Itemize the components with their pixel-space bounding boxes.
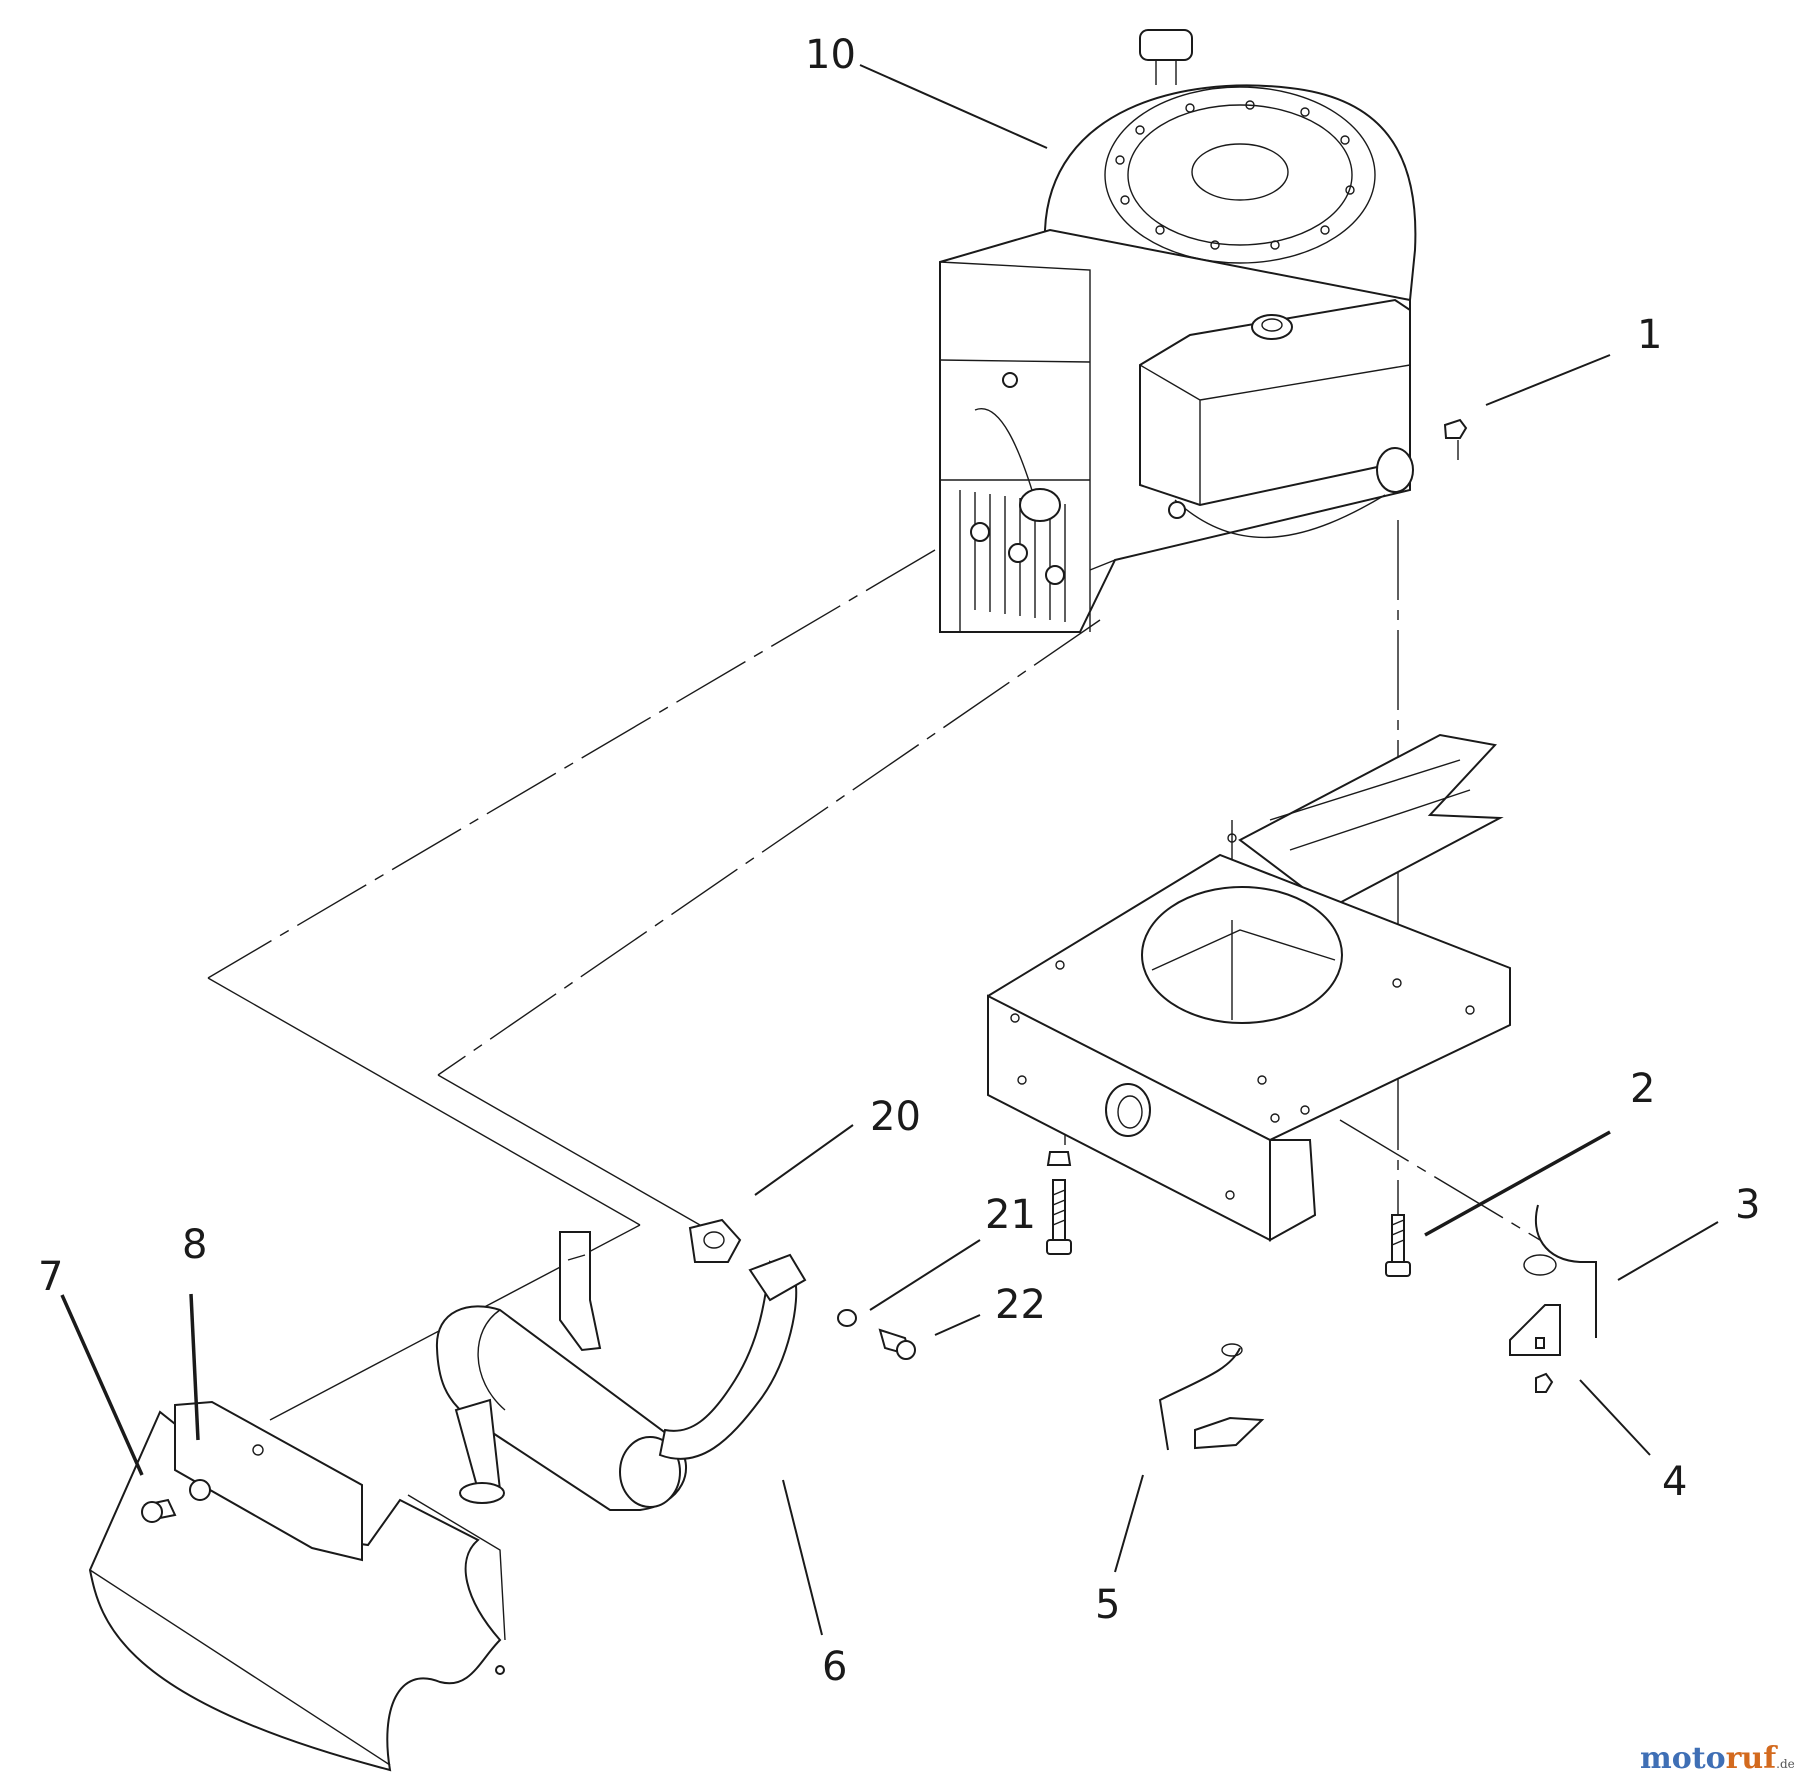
engine [939, 29, 1417, 633]
hex-bolt-left [1046, 1151, 1072, 1255]
callout-1: 1 [1637, 312, 1662, 358]
plate-8 [174, 1400, 363, 1562]
callout-20: 20 [870, 1094, 921, 1140]
callout-22: 22 [995, 1282, 1046, 1328]
cap-screw-22 [878, 1328, 916, 1360]
callout-5: 5 [1095, 1582, 1120, 1628]
lock-nut-1 [1443, 418, 1468, 460]
muffler-6 [435, 1231, 807, 1511]
blower-bolt-ring [1115, 100, 1355, 250]
callout-6: 6 [822, 1644, 847, 1690]
watermark-part1: moto [1640, 1741, 1726, 1776]
engine-mounting-plate [987, 733, 1511, 1242]
hex-bolt-right [1385, 1214, 1411, 1277]
muffler-guard-7 [88, 1410, 506, 1772]
gasket-20 [688, 1218, 742, 1263]
svg-text:motoruf.de: motoruf.de [1640, 1741, 1795, 1776]
callout-7: 7 [38, 1254, 63, 1300]
rod-bracket-5 [1158, 1343, 1265, 1451]
spring-rod-3 [1523, 1204, 1597, 1338]
callout-leaders [60, 64, 1719, 1636]
guard-screw [141, 1479, 211, 1523]
callout-10: 10 [805, 32, 856, 78]
callout-21: 21 [985, 1192, 1036, 1238]
lock-washer-21 [837, 1309, 857, 1327]
watermark-suffix: .de [1776, 1757, 1795, 1771]
callout-2: 2 [1630, 1066, 1655, 1112]
bracket-4 [1509, 1304, 1561, 1393]
watermark-logo: motoruf.de [1640, 1741, 1795, 1776]
callout-3: 3 [1735, 1182, 1760, 1228]
watermark-part2: ruf [1726, 1741, 1779, 1776]
callout-8: 8 [182, 1222, 207, 1268]
callout-4: 4 [1662, 1459, 1687, 1505]
callout-labels: 10 1 2 3 4 5 6 7 8 20 21 22 [38, 32, 1760, 1690]
